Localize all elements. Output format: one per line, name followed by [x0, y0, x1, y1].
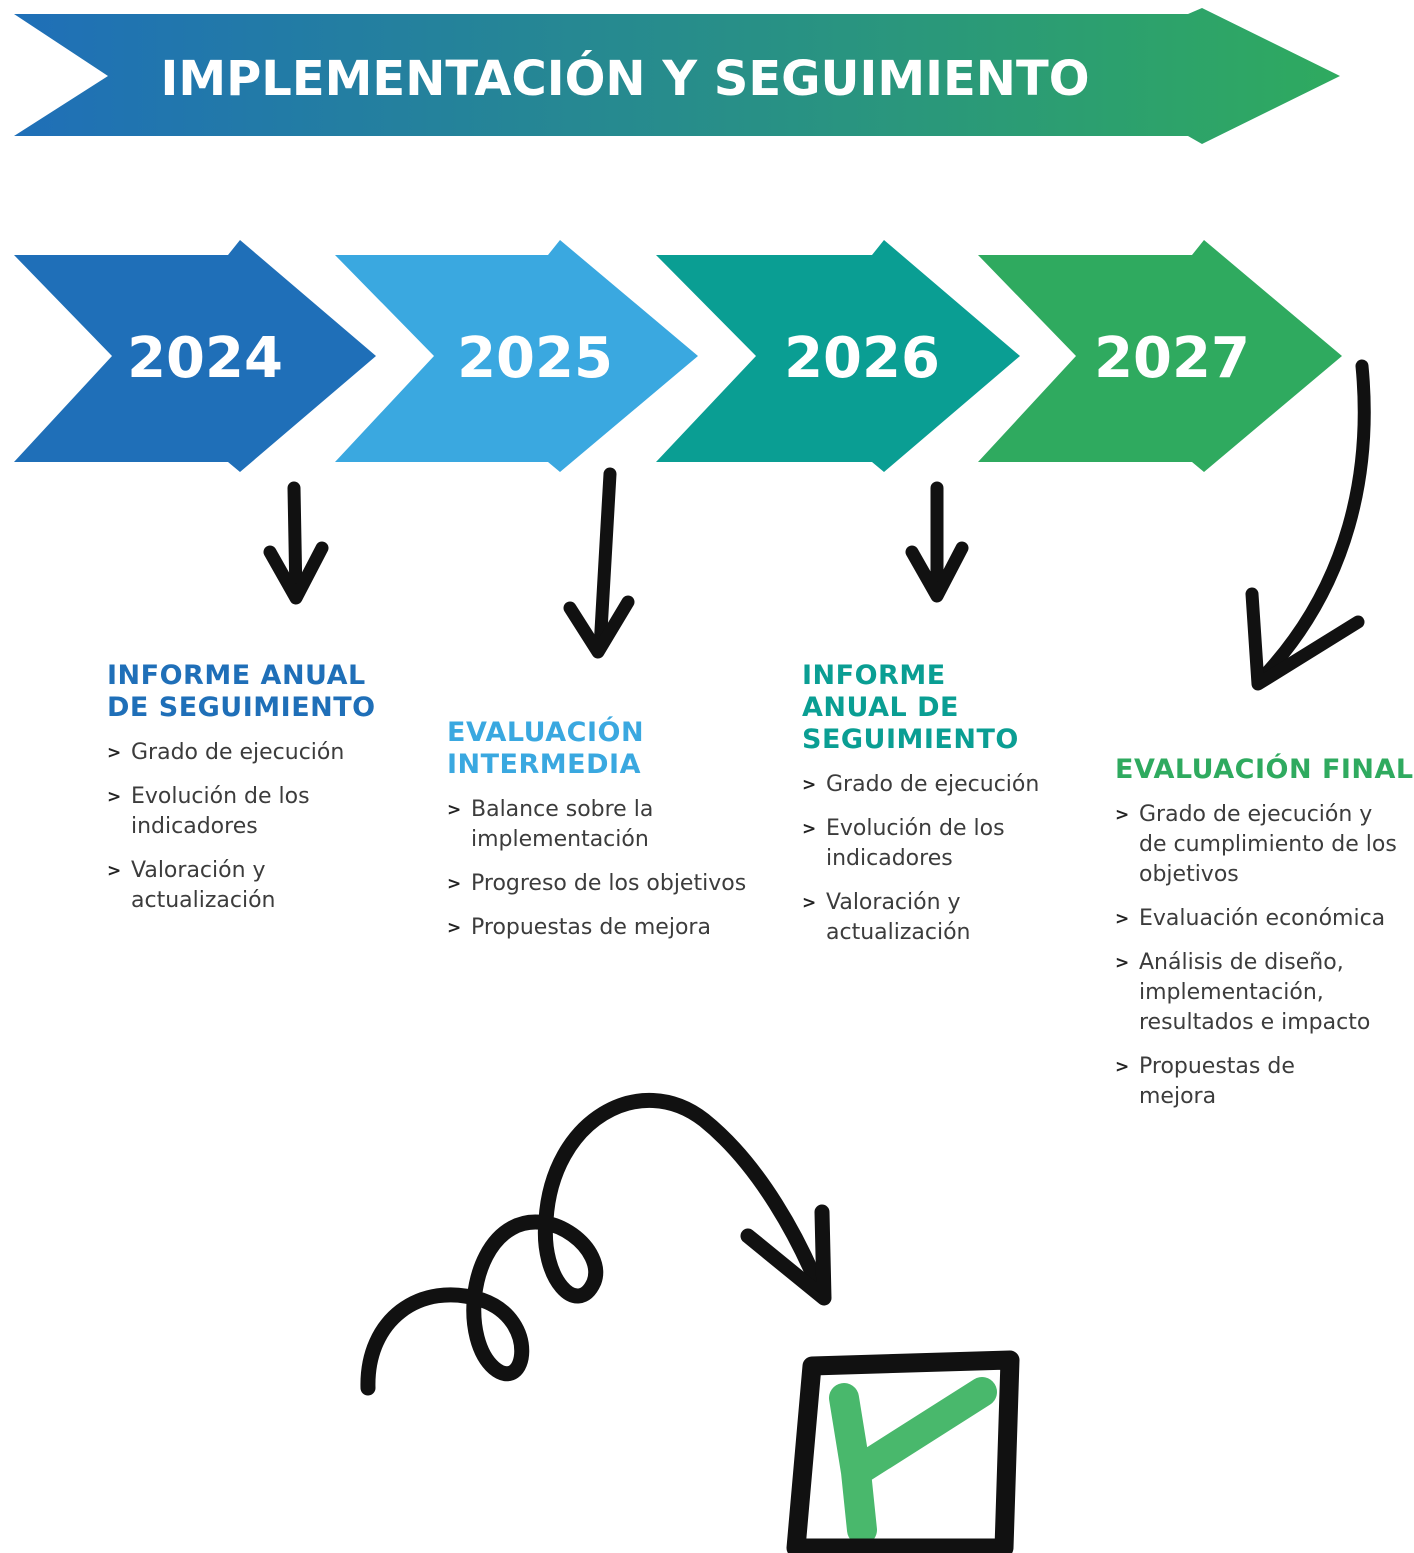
list-item: > Propuestas de mejora — [1115, 1052, 1299, 1112]
checked-box-icon — [786, 1350, 1020, 1553]
bullet-icon: > — [1115, 909, 1130, 929]
block-list: > Grado de ejecución > Evolución de los in… — [802, 770, 1052, 948]
list-item: > Grado de ejecución — [802, 770, 1052, 800]
chevron-2025 — [335, 240, 698, 472]
loop-arrow-icon — [360, 1093, 832, 1396]
list-item-text: Valoración y actualización — [131, 858, 276, 913]
page-title: IMPLEMENTACIÓN Y SEGUIMIENTO — [160, 50, 1089, 107]
timeline-step-2025: 2025 — [335, 240, 698, 472]
down-arrow-icon — [263, 481, 329, 605]
list-item-text: Evolución de los indicadores — [131, 784, 310, 839]
bullet-icon: > — [1115, 953, 1130, 973]
list-item: > Balance sobre la implementación — [447, 795, 757, 855]
list-item-text: Evolución de los indicadores — [826, 816, 1005, 871]
chevron-2027 — [978, 240, 1342, 472]
list-item-text: Balance sobre la implementación — [471, 797, 654, 852]
timeline-step-2024: 2024 — [14, 240, 376, 472]
block-heading: Informe anual de seguimiento — [107, 660, 376, 723]
list-item: > Evolución de los indicadores — [107, 782, 417, 842]
block-list: > Grado de ejecución y de cumplimiento de… — [1115, 800, 1405, 1112]
chevron-2026 — [656, 240, 1020, 472]
list-item: > Evolución de los indicadores — [802, 814, 1052, 874]
block-list: > Grado de ejecución > Evolución de los in… — [107, 738, 417, 916]
year-label: 2026 — [784, 326, 940, 391]
block-evaluacion-intermedia-2025: Evaluación intermedia > Balance sobre la … — [447, 717, 757, 957]
down-arrow-icon — [905, 481, 969, 603]
list-item: > Análisis de diseño, implementación, res… — [1115, 948, 1405, 1038]
bullet-icon: > — [107, 861, 122, 881]
bullet-icon: > — [802, 819, 817, 839]
title-banner-shape — [14, 8, 1340, 144]
block-evaluacion-final-2027: Evaluación final > Grado de ejecución y d… — [1115, 754, 1414, 1126]
down-arrow-icon — [563, 467, 635, 659]
list-item-text: Evaluación económica — [1139, 906, 1386, 931]
list-item: > Grado de ejecución y de cumplimiento de… — [1115, 800, 1405, 890]
title-banner: IMPLEMENTACIÓN Y SEGUIMIENTO — [14, 8, 1340, 144]
timeline-step-2026: 2026 — [656, 240, 1020, 472]
chevron-2024 — [14, 240, 376, 472]
list-item-text: Grado de ejecución — [826, 772, 1040, 797]
bullet-icon: > — [447, 918, 462, 938]
list-item-text: Grado de ejecución y de cumplimiento de … — [1139, 802, 1397, 887]
bullet-icon: > — [447, 800, 462, 820]
timeline-step-2027: 2027 — [978, 240, 1342, 472]
block-heading: Evaluación intermedia — [447, 717, 645, 780]
timeline: 2024 2025 2026 2027 — [14, 240, 1342, 472]
bullet-icon: > — [107, 743, 122, 763]
checkmark-icon — [829, 1377, 997, 1545]
bullet-icon: > — [802, 775, 817, 795]
list-item-text: Valoración y actualización — [826, 890, 971, 945]
block-list: > Balance sobre la implementación > Progre… — [447, 795, 757, 943]
block-informe-anual-2026: Informe anual de seguimiento > Grado de e… — [802, 660, 1052, 962]
list-item-text: Progreso de los objetivos — [471, 871, 747, 896]
list-item-text: Análisis de diseño, implementación, resu… — [1139, 950, 1371, 1035]
list-item: > Valoración y actualización — [107, 856, 417, 916]
list-item: > Grado de ejecución — [107, 738, 417, 768]
year-label: 2027 — [1094, 326, 1250, 391]
bullet-icon: > — [802, 893, 817, 913]
year-label: 2025 — [457, 326, 613, 391]
list-item: > Evaluación económica — [1115, 904, 1405, 934]
list-item-text: Grado de ejecución — [131, 740, 345, 765]
curved-arrow-icon — [1245, 359, 1371, 691]
block-heading: Evaluación final — [1115, 754, 1414, 785]
block-heading: Informe anual de seguimiento — [802, 660, 1019, 755]
bullet-icon: > — [1115, 1057, 1130, 1077]
bullet-icon: > — [1115, 805, 1130, 825]
year-label: 2024 — [127, 326, 283, 391]
list-item: > Propuestas de mejora — [447, 913, 757, 943]
bullet-icon: > — [107, 787, 122, 807]
bullet-icon: > — [447, 874, 462, 894]
list-item-text: Propuestas de mejora — [471, 915, 711, 940]
list-item-text: Propuestas de mejora — [1139, 1054, 1295, 1109]
block-informe-anual-2024: Informe anual de seguimiento > Grado de e… — [107, 660, 417, 930]
list-item: > Valoración y actualización — [802, 888, 1052, 948]
list-item: > Progreso de los objetivos — [447, 869, 757, 899]
